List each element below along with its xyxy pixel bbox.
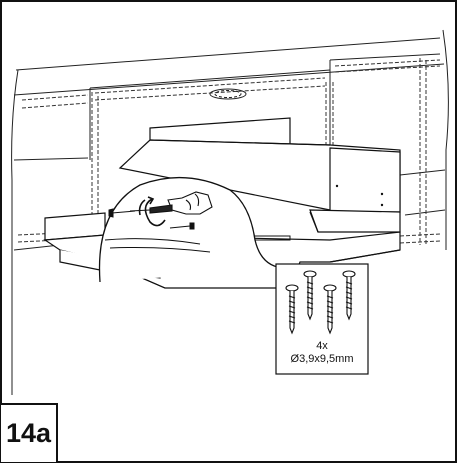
cabinet-opening [209,88,247,100]
wall-cabinet [11,29,449,395]
screw-size-label: Ø3,9x9,5mm [290,353,354,365]
step-number-badge: 14a [1,403,58,462]
rotation-arrow-icon [138,196,166,227]
screw-count-label: 4x [316,340,328,352]
cabinet-dashed-lines [17,58,441,245]
bubble-screw-icon [108,208,195,230]
screw-icon [285,270,356,335]
